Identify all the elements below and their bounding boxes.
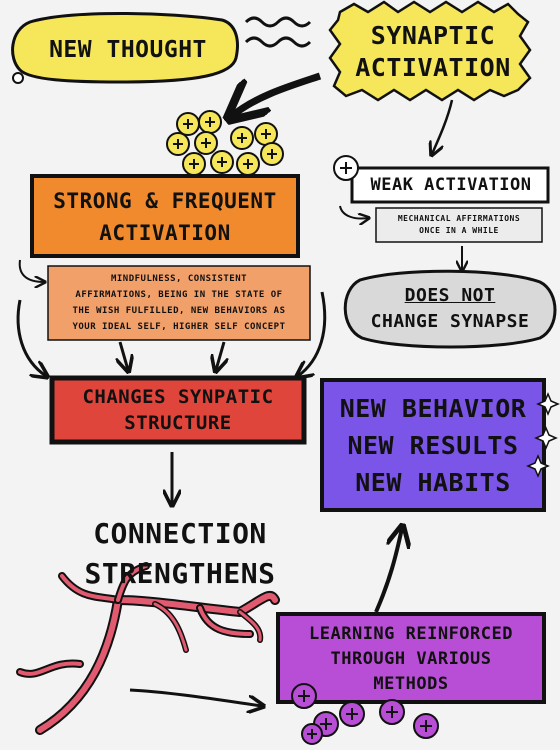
arrow-learning-to-behavior [374, 528, 402, 613]
connection-line-2: STRENGTHENS [84, 557, 276, 590]
strong-detail-4: YOUR IDEAL SELF, HIGHER SELF CONCEPT [72, 322, 286, 332]
behavior-line-1: NEW BEHAVIOR [339, 393, 527, 423]
strong-details-label: MINDFULNESS, CONSISTENT AFFIRMATIONS, BE… [50, 268, 308, 338]
behavior-line-3: NEW HABITS [355, 467, 511, 497]
does-not-line-1: DOES NOT [404, 285, 496, 306]
strong-box-bg [30, 174, 300, 258]
arrow-to-weak [432, 99, 454, 154]
does-not-change-label: DOES NOT CHANGE SYNAPSE [350, 278, 550, 340]
does-not-change-bg [343, 269, 557, 349]
thought-dot [12, 72, 24, 84]
behavior-line-2: NEW RESULTS [347, 430, 519, 460]
weak-detail-2: ONCE IN A WHILE [419, 226, 499, 235]
strong-line-2: ACTIVATION [99, 221, 231, 245]
weak-box-bg [350, 166, 550, 204]
synaptic-activation-label: SYNAPTIC ACTIVATION [338, 14, 528, 90]
changes-box-bg [49, 375, 307, 445]
plus-signs-bottom [298, 690, 432, 739]
strong-frequent-label: STRONG & FREQUENT ACTIVATION [34, 180, 296, 254]
connection-line-1: CONNECTION [93, 517, 267, 550]
arrow-weak-to-details [339, 205, 368, 219]
learning-line-1: LEARNING REINFORCED [309, 623, 513, 644]
arrow-neuron-to-learning [129, 688, 262, 706]
connection-strengthens-label: CONNECTION STRENGTHENS [60, 512, 300, 596]
behavior-box-bg [320, 378, 546, 512]
arrow-mid2-to-changes [216, 341, 224, 370]
learning-line-3: METHODS [373, 673, 449, 694]
strong-detail-1: MINDFULNESS, CONSISTENT [110, 274, 248, 284]
strong-line-1: STRONG & FREQUENT [53, 189, 277, 213]
synaptic-line-1: SYNAPTIC [370, 21, 496, 50]
weak-details-label: MECHANICAL AFFIRMATIONS ONCE IN A WHILE [378, 210, 540, 240]
new-thought-label: NEW THOUGHT [22, 24, 234, 76]
synaptic-burst [328, 0, 532, 102]
arrow-mid1-to-changes [120, 341, 128, 370]
changes-line-2: STRUCTURE [124, 412, 232, 434]
arrow-right-to-changes [298, 291, 327, 376]
weak-details-bg [375, 207, 543, 243]
arrow-left-to-changes [16, 299, 46, 376]
plus-cluster-top [166, 110, 284, 176]
strong-detail-2: AFFIRMATIONS, BEING IN THE STATE OF [75, 290, 283, 300]
changes-structure-label: CHANGES SYNPATIC STRUCTURE [56, 382, 300, 438]
strong-details-bg [47, 265, 311, 341]
learning-box-bg [276, 612, 546, 704]
new-behavior-label: NEW BEHAVIOR NEW RESULTS NEW HABITS [326, 384, 540, 506]
changes-line-1: CHANGES SYNPATIC [82, 386, 274, 408]
new-thought-bubble [11, 12, 239, 84]
weak-detail-1: MECHANICAL AFFIRMATIONS [397, 214, 521, 223]
new-thought-text: NEW THOUGHT [49, 37, 207, 63]
learning-line-2: THROUGH VARIOUS [330, 648, 492, 669]
does-not-line-2: CHANGE SYNAPSE [370, 311, 530, 332]
sparkles [526, 392, 560, 478]
weak-activation-label: WEAK ACTIVATION [356, 170, 546, 200]
plus-signs-top [173, 117, 277, 169]
weak-text: WEAK ACTIVATION [370, 175, 532, 195]
neuron-dendrites [16, 562, 280, 735]
arrow-strong-to-details [18, 259, 44, 282]
synaptic-line-2: ACTIVATION [355, 53, 511, 82]
learning-label: LEARNING REINFORCED THROUGH VARIOUS METH… [282, 618, 540, 700]
squiggle-2 [244, 36, 312, 48]
strong-detail-3: THE WISH FULFILLED, NEW BEHAVIORS AS [72, 306, 286, 316]
squiggle-1 [244, 16, 312, 28]
arrow-to-strong [232, 72, 322, 116]
